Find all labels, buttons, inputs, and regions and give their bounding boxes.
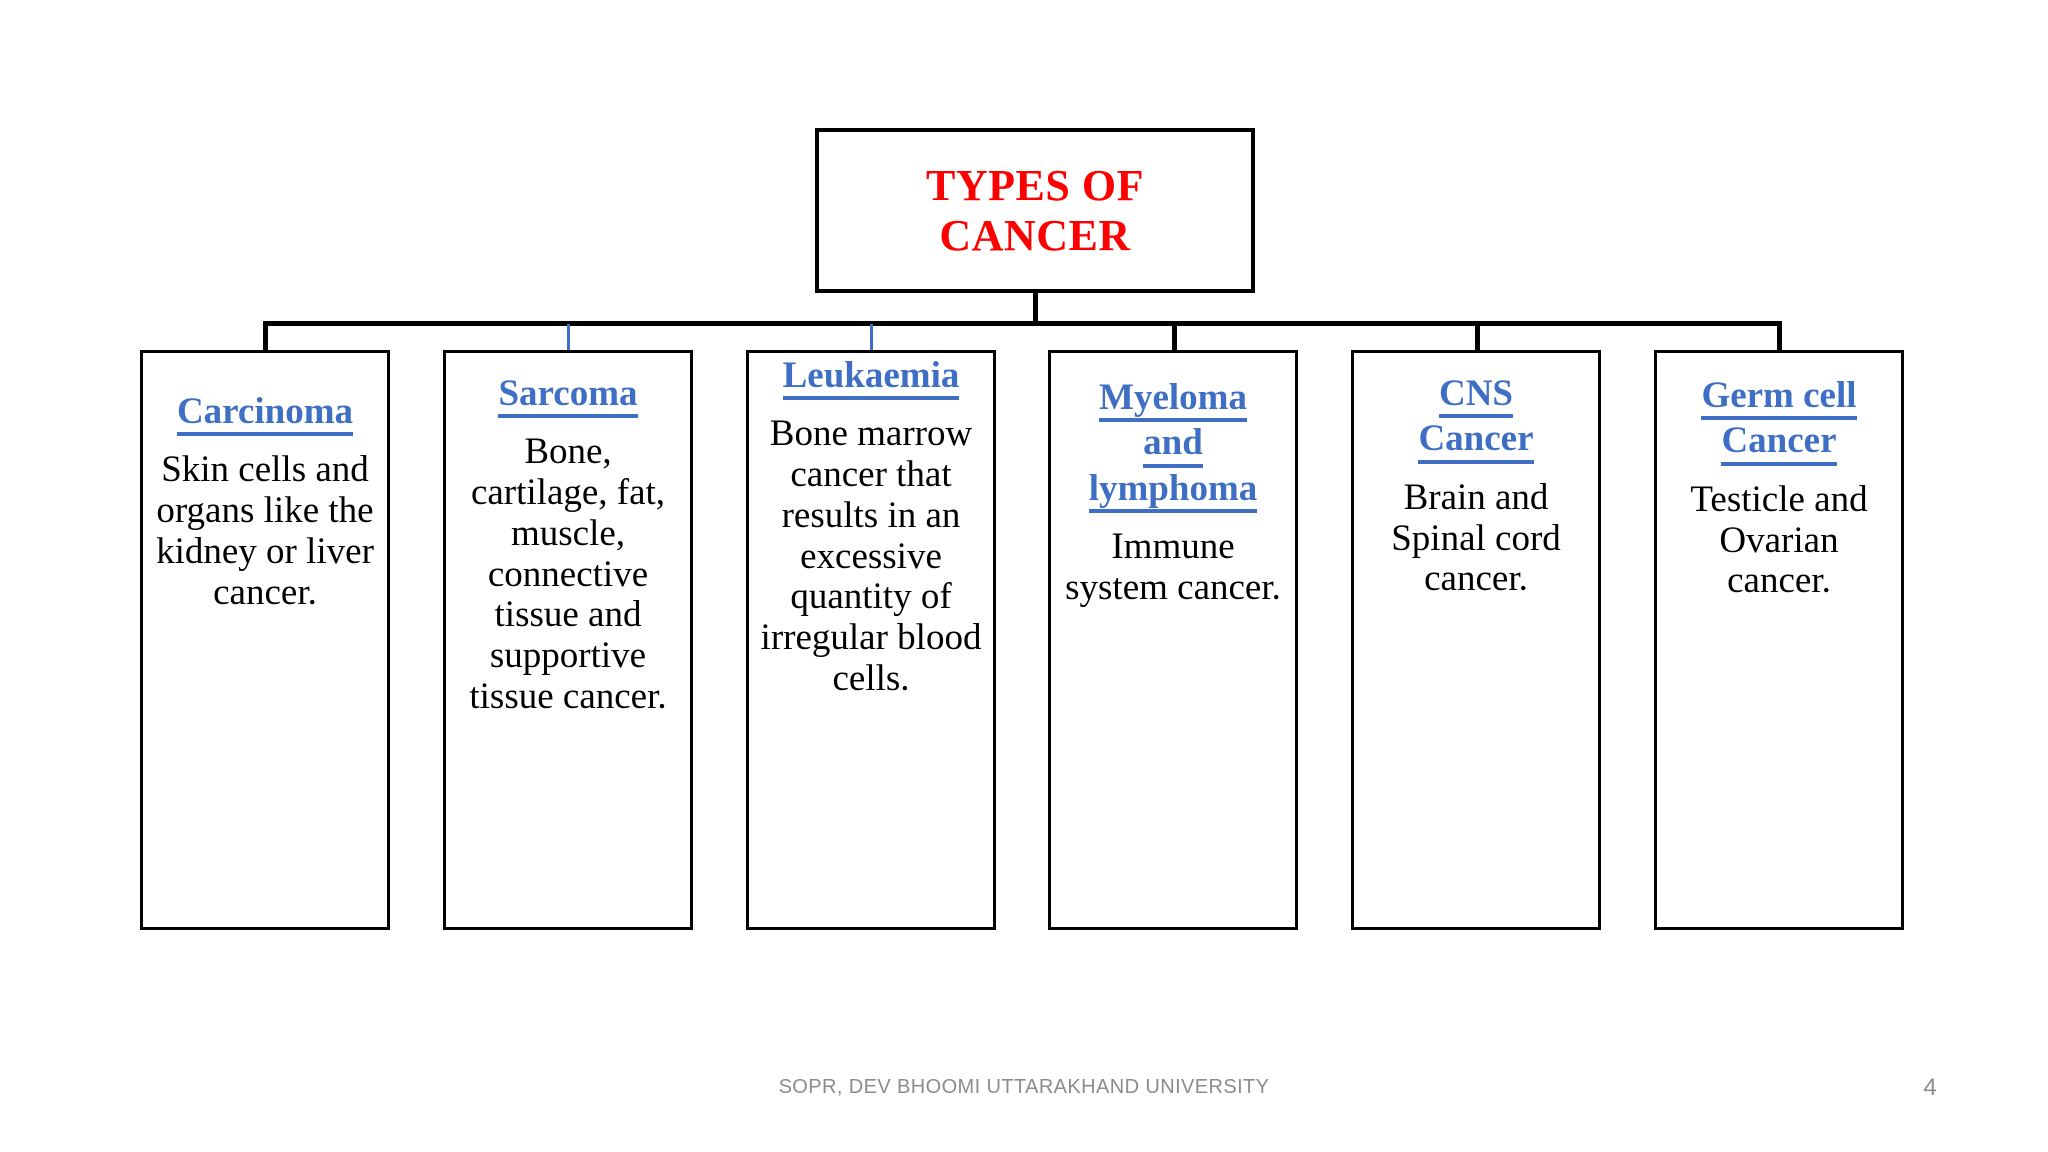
node-leukaemia-heading-line-1: Leukaemia	[782, 355, 960, 401]
node-germ-cell-cancer-heading-line-1: Germ cell	[1701, 375, 1857, 421]
node-myeloma-lymphoma-body: Immune system cancer.	[1065, 526, 1281, 608]
node-myeloma-lymphoma-heading: Myeloma and lymphoma	[1055, 377, 1291, 514]
connector-drop-carcinoma	[263, 324, 268, 352]
node-cns-cancer-heading-line-1: CNS	[1438, 373, 1514, 419]
node-cns-cancer-heading: CNS Cancer	[1358, 373, 1594, 464]
node-germ-cell-cancer[interactable]: Germ cell Cancer Testicle and Ovarian ca…	[1654, 350, 1904, 930]
node-sarcoma-heading-line-1: Sarcoma	[498, 373, 638, 419]
connector-drop-sarcoma	[567, 324, 570, 352]
node-cns-cancer[interactable]: CNS Cancer Brain and Spinal cord cancer.	[1351, 350, 1601, 930]
node-myeloma-lymphoma-heading-line-3: lymphoma	[1088, 468, 1258, 514]
node-myeloma-lymphoma-heading-line-1: Myeloma	[1099, 377, 1247, 423]
slide-page-number: 4	[1923, 1074, 1937, 1101]
node-leukaemia-heading: Leukaemia	[753, 355, 989, 401]
node-germ-cell-cancer-body: Testicle and Ovarian cancer.	[1690, 478, 1868, 602]
node-leukaemia[interactable]: Leukaemia Bone marrow cancer that result…	[746, 350, 996, 930]
node-cns-cancer-body: Brain and Spinal cord cancer.	[1391, 476, 1561, 600]
root-node-title: TYPES OF CANCER	[926, 161, 1144, 260]
node-germ-cell-cancer-heading: Germ cell Cancer	[1661, 375, 1897, 466]
node-carcinoma-body: Skin cells and organs like the kidney or…	[156, 449, 374, 613]
node-sarcoma[interactable]: Sarcoma Bone, cartilage, fat, muscle, co…	[443, 350, 693, 930]
connector-drop-germ-cell	[1777, 324, 1782, 352]
node-carcinoma-heading-line-1: Carcinoma	[176, 391, 354, 437]
node-sarcoma-heading: Sarcoma	[450, 373, 686, 419]
node-myeloma-lymphoma-heading-line-2: and	[1143, 422, 1203, 468]
slide-footer: SOPR, DEV BHOOMI UTTARAKHAND UNIVERSITY	[778, 1076, 1270, 1098]
node-sarcoma-body: Bone, cartilage, fat, muscle, connective…	[469, 431, 667, 717]
connector-horizontal-bus	[263, 321, 1782, 326]
node-leukaemia-body: Bone marrow cancer that results in an ex…	[760, 413, 982, 699]
node-myeloma-lymphoma[interactable]: Myeloma and lymphoma Immune system cance…	[1048, 350, 1298, 930]
node-germ-cell-cancer-heading-line-2: Cancer	[1721, 420, 1837, 466]
node-carcinoma-heading: Carcinoma	[147, 391, 383, 437]
connector-root-stem	[1033, 293, 1038, 324]
connector-drop-leukaemia	[870, 324, 873, 352]
node-cns-cancer-heading-line-2: Cancer	[1418, 418, 1534, 464]
node-carcinoma[interactable]: Carcinoma Skin cells and organs like the…	[140, 350, 390, 930]
connector-drop-myeloma	[1172, 324, 1177, 352]
root-node-types-of-cancer[interactable]: TYPES OF CANCER	[815, 128, 1255, 293]
connector-drop-cns	[1475, 324, 1480, 352]
